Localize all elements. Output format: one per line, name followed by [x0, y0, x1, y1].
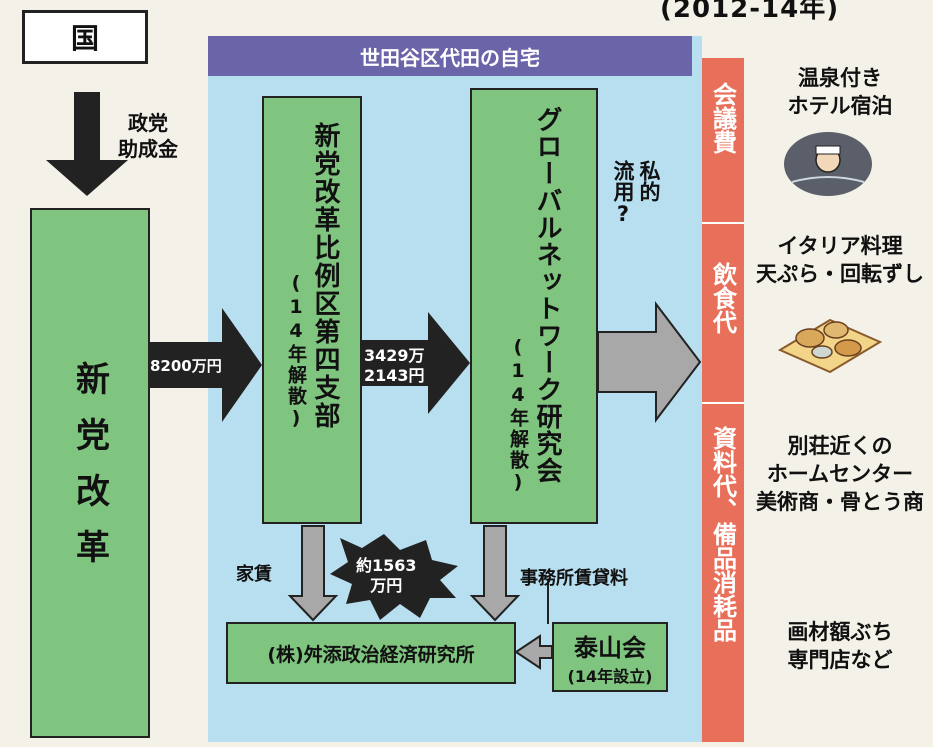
category-supplies: 資料代、備品消耗品	[702, 426, 744, 642]
taizan-name: 泰山会	[574, 633, 646, 662]
subsidy-label: 政党 助成金	[118, 111, 178, 161]
branch-note: (14年解散)	[285, 272, 307, 431]
use-shops: 別荘近くの ホームセンター 美術商・骨とう商	[756, 434, 924, 514]
onsen-illustration	[782, 128, 874, 198]
arrow-branch-down	[287, 525, 339, 622]
arrow-private-use	[597, 301, 702, 423]
arrow-branch-to-global	[362, 312, 470, 414]
category-divider	[702, 222, 744, 224]
category-meeting: 会議費	[702, 82, 744, 154]
private-use-label: 私的 流用?	[611, 160, 661, 226]
office-rent-label: 事務所賃貸料	[520, 568, 628, 589]
arrow-party-to-branch	[150, 308, 262, 422]
use-art: 画材額ぶち 専門店など	[787, 620, 893, 672]
research-box: (株)舛添政治経済研究所	[226, 622, 516, 684]
arrow-taizan-to-research	[514, 634, 553, 670]
use-hotel: 温泉付き ホテル宿泊	[787, 66, 893, 118]
subsidy-arrow-head	[46, 160, 128, 196]
period-label: (2012-14年)	[660, 0, 840, 24]
food-illustration	[770, 290, 890, 374]
category-bar	[702, 58, 744, 742]
category-meeting-label: 会議費	[708, 82, 737, 154]
party-name: 新党改革	[69, 361, 110, 585]
use-food: イタリア料理 天ぷら・回転ずし	[756, 234, 924, 286]
taizan-box: 泰山会 (14年設立)	[552, 622, 668, 692]
branch-box: 新党改革比例区第四支部 (14年解散)	[262, 96, 362, 524]
category-dining: 飲食代	[702, 262, 744, 334]
arrow-global-down	[469, 525, 521, 622]
home-title: 世田谷区代田の自宅	[208, 36, 692, 76]
global-note: (14年解散)	[507, 336, 529, 495]
subsidy-arrow-shaft	[74, 92, 100, 162]
flow-branch-to-global: 3429万 2143円	[364, 346, 425, 385]
category-divider	[702, 402, 744, 404]
onsen-illustration-icon	[784, 132, 872, 196]
global-name: グローバルネットワーク研究会	[532, 106, 562, 484]
category-dining-label: 飲食代	[708, 262, 737, 334]
flow-total: 約1563 万円	[356, 556, 417, 595]
global-box: グローバルネットワーク研究会 (14年解散)	[470, 88, 598, 524]
taizan-note: (14年設立)	[567, 666, 653, 686]
party-box: 新党改革	[30, 208, 150, 738]
branch-name: 新党改革比例区第四支部	[310, 122, 340, 430]
flow-party-to-branch: 8200万円	[150, 357, 222, 375]
total-burst	[330, 534, 458, 620]
country-box: 国	[22, 10, 148, 64]
category-supplies-label: 資料代、備品消耗品	[708, 426, 737, 642]
food-illustration-icon	[777, 318, 883, 374]
rent-label: 家賃	[236, 564, 272, 585]
